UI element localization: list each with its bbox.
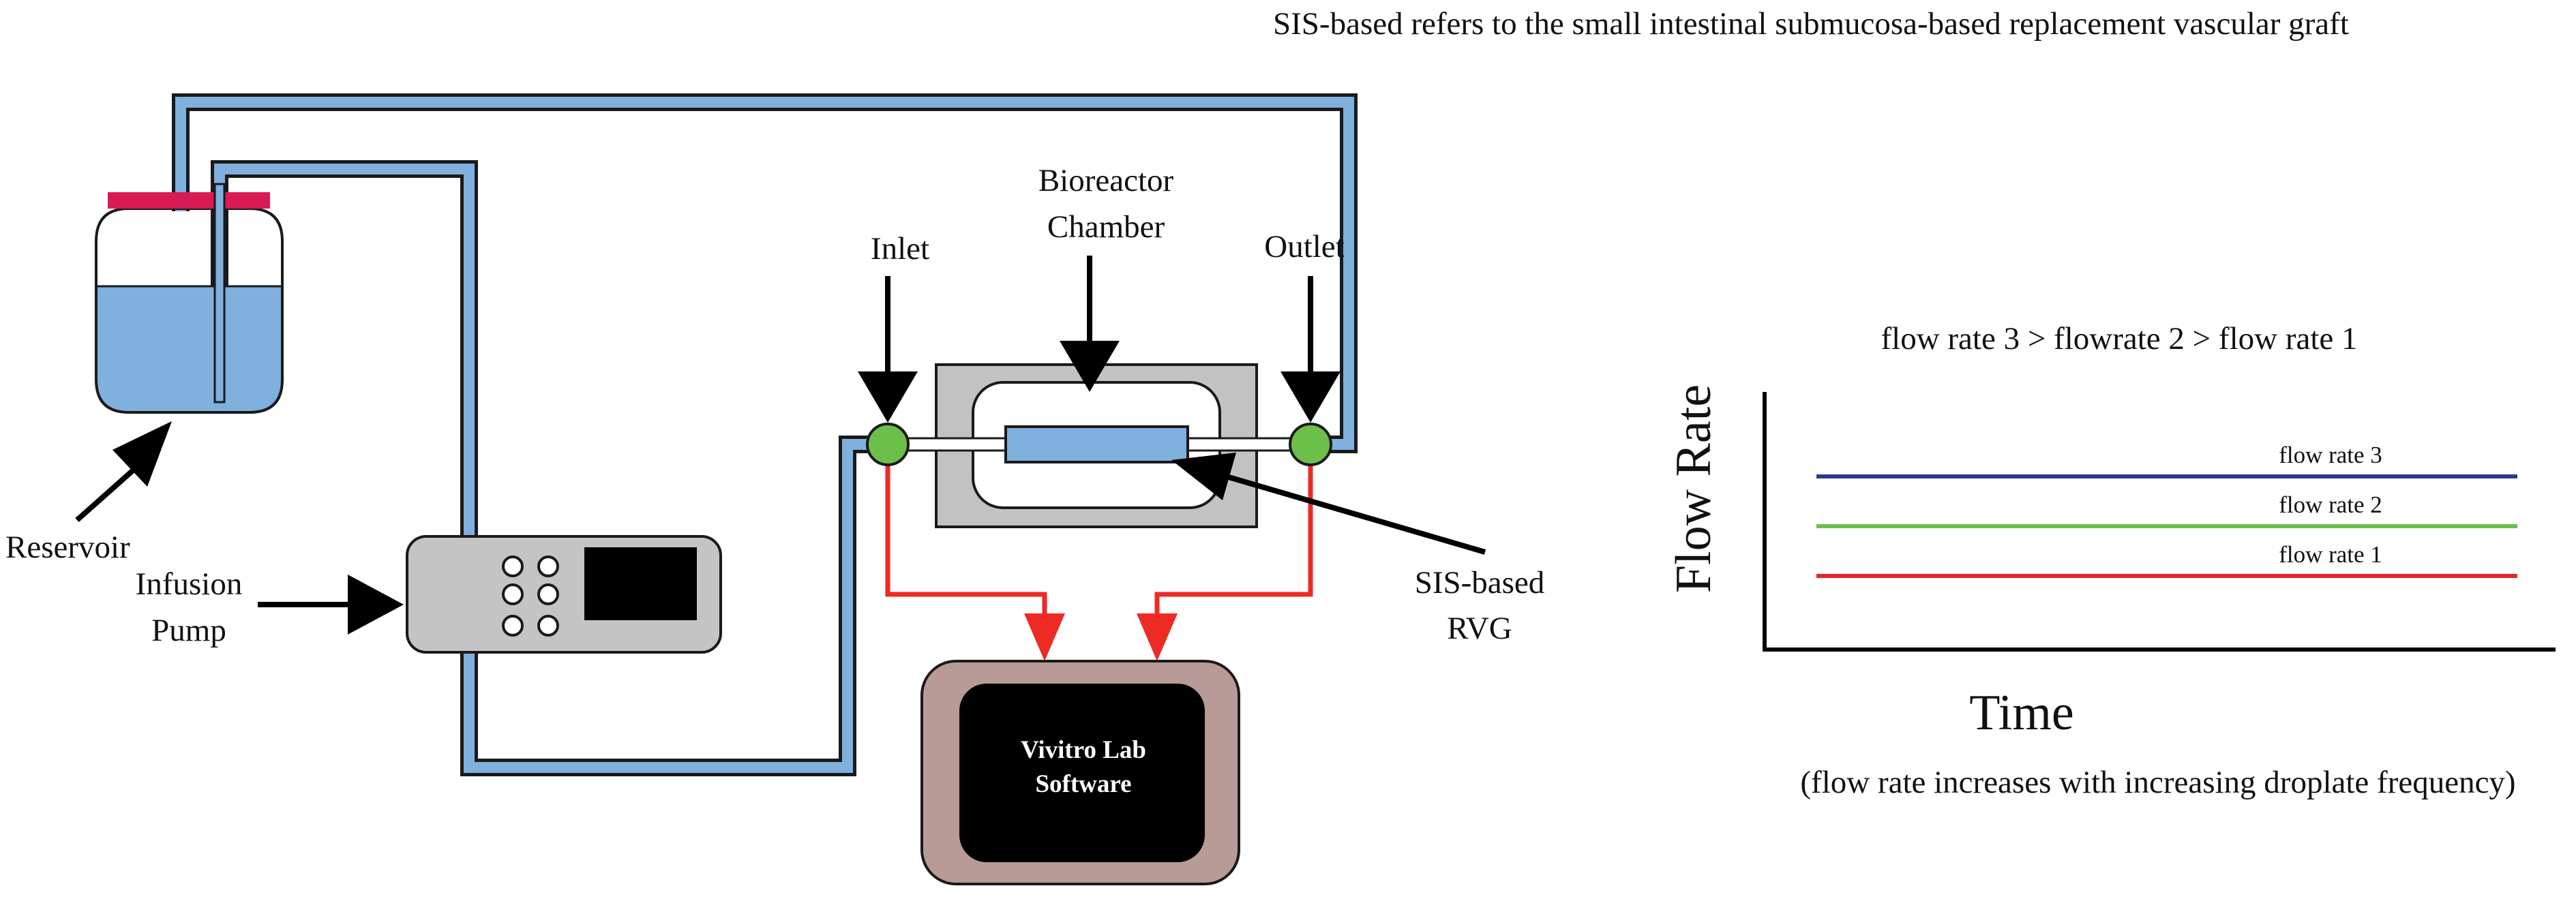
outlet-arrowhead bbox=[1280, 371, 1341, 423]
label-rvg-line1: SIS-based bbox=[1415, 565, 1545, 600]
rvg-arrowhead bbox=[1171, 453, 1236, 500]
signal-line-inlet bbox=[885, 453, 1047, 617]
infusion-pump bbox=[406, 535, 722, 654]
label-reservoir: Reservoir bbox=[5, 530, 130, 565]
label-infusion-line1: Infusion bbox=[136, 566, 243, 602]
inlet-valve bbox=[866, 423, 910, 466]
label-inlet: Inlet bbox=[871, 231, 929, 266]
pump-button bbox=[502, 583, 524, 605]
pump-button bbox=[502, 615, 524, 637]
signal-lines bbox=[885, 453, 1313, 617]
flow-rate-chart: flow rate 3 > flowrate 2 > flow rate 1 F… bbox=[1666, 321, 2556, 800]
label-rvg-line2: RVG bbox=[1447, 611, 1512, 646]
tube-inner-loop-outline bbox=[211, 160, 888, 776]
tube-outer-loop bbox=[175, 97, 1354, 450]
chart-title: flow rate 3 > flowrate 2 > flow rate 1 bbox=[1881, 321, 2357, 356]
inlet-arrowhead bbox=[858, 371, 918, 423]
chart-series-layer: flow rate 3 flow rate 2 flow rate 1 bbox=[1816, 442, 2517, 578]
graft-connector-left bbox=[895, 437, 1007, 452]
signal-arrowhead-right bbox=[1137, 613, 1178, 661]
chamber-arrowhead bbox=[1060, 341, 1120, 392]
software-label-line2: Software bbox=[1035, 770, 1131, 798]
reservoir-vessel bbox=[95, 207, 284, 414]
outlet-valve bbox=[1289, 423, 1332, 466]
graft-connector-right bbox=[1185, 437, 1304, 452]
software-monitor: Vivitro Lab Software bbox=[920, 660, 1240, 885]
label-chamber-line2: Chamber bbox=[1047, 209, 1165, 245]
signal-line-outlet bbox=[1154, 453, 1313, 617]
reservoir-lid bbox=[108, 192, 270, 209]
series-label-2: flow rate 2 bbox=[2279, 491, 2382, 518]
chart-y-label: Flow Rate bbox=[1666, 384, 1722, 593]
pointer-arrows bbox=[75, 256, 1486, 635]
pump-arrowhead bbox=[348, 575, 404, 635]
series-label-1: flow rate 1 bbox=[2279, 541, 2382, 568]
reservoir-dip-tube bbox=[213, 183, 226, 403]
label-chamber-line1: Bioreactor bbox=[1038, 163, 1174, 198]
tube-inner-loop bbox=[214, 164, 888, 773]
label-infusion-line2: Pump bbox=[151, 613, 226, 648]
pump-button bbox=[502, 555, 524, 577]
signal-arrowheads bbox=[1024, 613, 1178, 661]
tubing bbox=[172, 93, 1358, 776]
signal-arrowhead-left bbox=[1024, 613, 1065, 661]
software-label-line1: Vivitro Lab bbox=[1021, 736, 1146, 764]
rvg-arrow-shaft bbox=[1223, 473, 1486, 555]
pump-button bbox=[537, 583, 559, 605]
pump-screen bbox=[584, 547, 697, 620]
chart-x-label: Time bbox=[1969, 685, 2074, 741]
reservoir-arrowhead bbox=[113, 421, 172, 487]
pump-button bbox=[537, 555, 559, 577]
bioreactor-chamber bbox=[895, 363, 1304, 528]
pump-buttons bbox=[502, 555, 559, 637]
caption-top: SIS-based refers to the small intestinal… bbox=[1273, 6, 2349, 42]
sis-graft bbox=[1004, 425, 1189, 463]
series-label-3: flow rate 3 bbox=[2279, 442, 2382, 468]
reservoir-fluid bbox=[96, 286, 282, 412]
monitor-screen bbox=[959, 684, 1205, 862]
chart-note: (flow rate increases with increasing dro… bbox=[1800, 765, 2515, 800]
pump-button bbox=[537, 615, 559, 637]
label-outlet: Outlet bbox=[1264, 229, 1344, 264]
reservoir bbox=[95, 183, 284, 414]
